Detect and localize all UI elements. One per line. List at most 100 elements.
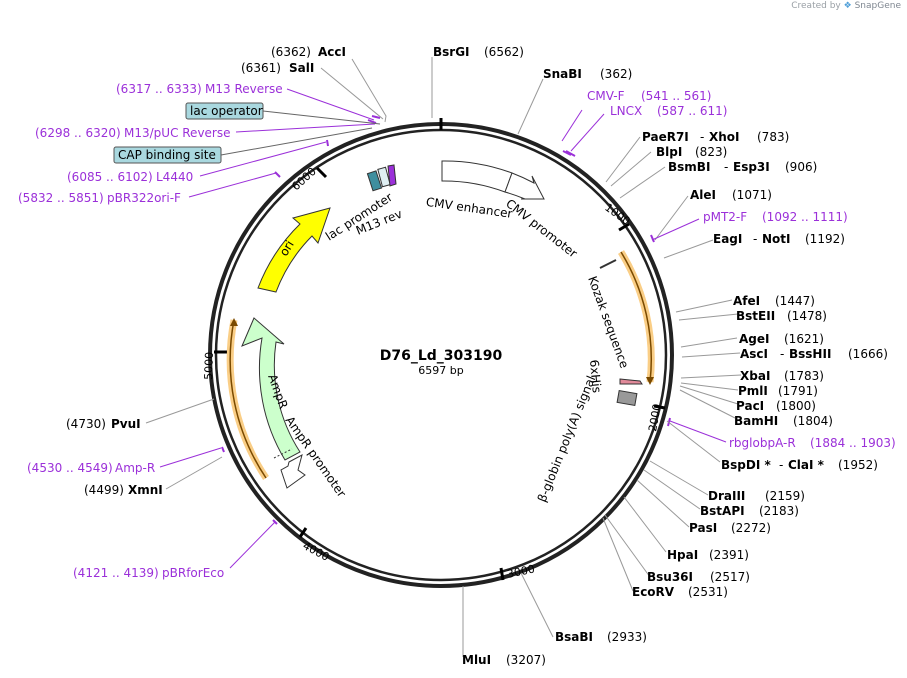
range-cmv-f: (541 .. 561)	[641, 89, 711, 103]
enzyme-xbai: XbaI	[740, 369, 770, 383]
cds-orange-head	[646, 377, 654, 385]
plasmid-name: D76_Ld_303190	[380, 348, 503, 364]
enzyme-draiii: DraIII	[708, 489, 745, 503]
pos-xmni: (4499)	[84, 483, 124, 497]
enzyme-afei: AfeI	[733, 294, 760, 308]
pos-esp3i: (906)	[785, 160, 817, 174]
enzyme-paci: PacI	[736, 399, 764, 413]
ampr-promoter-arrow	[280, 454, 306, 489]
label-6xhis: 6xHis	[587, 359, 604, 393]
enzyme-alei: AleI	[690, 188, 716, 202]
box-leaders	[220, 110, 381, 156]
range-pbr322ori-f: (5832 .. 5851)	[18, 191, 104, 205]
cds-orange-line	[620, 251, 653, 383]
pos-xhoi: (783)	[757, 130, 789, 144]
credit-brand: SnapGene	[854, 1, 901, 11]
primer-leaders	[159, 88, 727, 569]
enzyme-bsrgi: BsrGI	[433, 45, 470, 59]
left-orange-head	[230, 318, 238, 326]
pos-snabi: (362)	[600, 67, 632, 81]
enzyme-paer7i: PaeR7I	[642, 130, 689, 144]
primer-m13-reverse: M13 Reverse	[205, 82, 283, 96]
enzyme-bsshii: BssHII	[789, 347, 831, 361]
range-l4440: (6085 .. 6102)	[67, 170, 153, 184]
pos-draiii: (2159)	[765, 489, 805, 503]
tick-label-5000: 5000	[202, 352, 216, 380]
pos-pvui: (4730)	[66, 417, 106, 431]
primer-m13-puc-reverse: M13/pUC Reverse	[124, 126, 231, 140]
range-m13-puc-reverse: (6298 .. 6320)	[35, 126, 121, 140]
lac-promoter-shape	[366, 170, 383, 192]
m13rev-shape	[387, 164, 397, 187]
label-lac-operator: lac operator	[190, 104, 263, 118]
pos-xbai: (1783)	[784, 369, 824, 383]
pos-paci: (1800)	[776, 399, 816, 413]
primer-rbglobpa-r: rbglobpA-R	[729, 436, 796, 450]
cmv-promoter-arrow	[504, 172, 545, 200]
ampr-divider	[273, 448, 293, 459]
left-orange-line	[229, 319, 267, 479]
pos-sali: (6361)	[241, 61, 281, 75]
primer-amp-r: Amp-R	[115, 461, 155, 475]
range-pmt2-f: (1092 .. 1111)	[762, 210, 848, 224]
range-amp-r: (4530 .. 4549)	[27, 461, 113, 475]
pos-noti: (1192)	[805, 232, 845, 246]
ori-arrow	[257, 207, 331, 293]
enzyme-bsabi: BsaBI	[555, 630, 593, 644]
enzyme-blpi: BlpI	[656, 145, 682, 159]
enzyme-agei: AgeI	[739, 332, 769, 346]
sep-clai: -	[779, 458, 783, 472]
primer-pbrforeco: pBRforEco	[162, 566, 224, 580]
snapgene-logo-icon: ❖	[843, 1, 852, 11]
enzyme-noti: NotI	[762, 232, 791, 246]
enzyme-clai: ClaI *	[788, 458, 825, 472]
enzyme-mlui: MluI	[462, 653, 491, 667]
enzyme-xmni: XmnI	[128, 483, 163, 497]
primer-lncx: LNCX	[610, 104, 642, 118]
pos-bsabi: (2933)	[607, 630, 647, 644]
pos-bamhi: (1804)	[793, 414, 833, 428]
range-pbrforeco: (4121 .. 4139)	[73, 566, 159, 580]
range-rbglobpa-r: (1884 .. 1903)	[810, 436, 896, 450]
pos-bsu36i: (2517)	[710, 570, 750, 584]
primer-pmt2-f: pMT2-F	[703, 210, 747, 224]
6xhis-shape	[619, 378, 643, 385]
sep-noti: -	[753, 232, 757, 246]
pos-bsshii: (1666)	[848, 347, 888, 361]
range-m13-reverse: (6317 .. 6333)	[116, 82, 202, 96]
enzyme-xhoi: XhoI	[709, 130, 740, 144]
enzyme-bsteii: BstEII	[736, 309, 775, 323]
boxed-feature-cap-binding-site: CAP binding site	[113, 146, 222, 164]
enzyme-esp3i: Esp3I	[733, 160, 770, 174]
label-cmv-enhancer: CMV enhancer	[425, 195, 513, 221]
enzyme-eagi: EagI	[713, 232, 742, 246]
sep-bsshii: -	[780, 347, 784, 361]
enzyme-acci: AccI	[318, 45, 346, 59]
sep-xhoi: -	[700, 130, 704, 144]
enzyme-bspdi: BspDI *	[721, 458, 771, 472]
enzyme-bstapi: BstAPI	[700, 504, 745, 518]
enzyme-sali: SalI	[289, 61, 314, 75]
primer-cmv-f: CMV-F	[587, 89, 625, 103]
label-ampr-promoter: AmpR promoter	[283, 414, 349, 500]
enzyme-pvui: PvuI	[111, 417, 141, 431]
pos-agei: (1621)	[784, 332, 824, 346]
snapgene-credit: Created by ❖ SnapGene	[791, 1, 901, 11]
ticks	[214, 118, 666, 581]
label-beta-globin: β-globin poly(A) signal	[535, 374, 599, 504]
tick-label-2000: 2000	[646, 403, 664, 433]
enzyme-bamhi: BamHI	[734, 414, 778, 428]
beta-globin-shape	[616, 389, 638, 407]
pos-clai: (1952)	[838, 458, 878, 472]
pos-acci: (6362)	[271, 45, 311, 59]
enzyme-snabi: SnaBI	[543, 67, 582, 81]
feature-shapes	[221, 115, 671, 525]
enzyme-leaders	[145, 57, 742, 657]
tick-label-3000: 3000	[506, 562, 536, 581]
kozak-mark	[599, 259, 617, 269]
label-kozak: Kozak sequence	[585, 274, 631, 370]
primer-labels: (6317 .. 6333) M13 Reverse (6298 .. 6320…	[18, 82, 896, 580]
enzyme-asci: AscI	[740, 347, 768, 361]
primer-pbr322ori-f: pBR322ori-F	[107, 191, 181, 205]
